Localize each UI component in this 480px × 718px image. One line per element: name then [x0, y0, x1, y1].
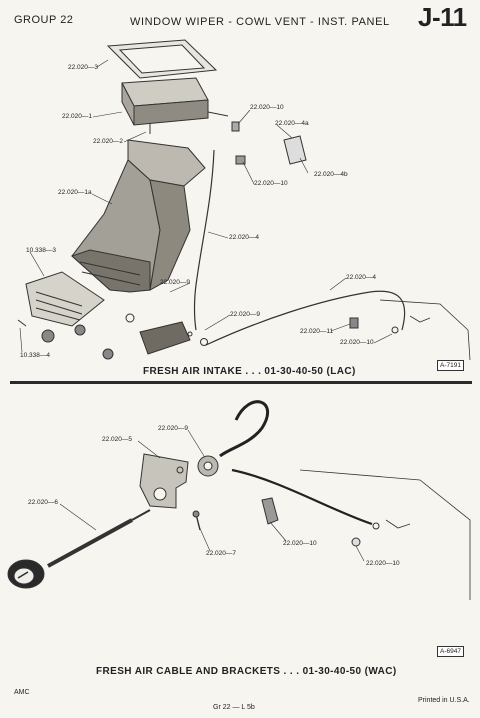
page-code: J-11 [418, 2, 467, 32]
figure1-caption: FRESH AIR INTAKE . . . 01-30-40-50 (LAC) [143, 366, 356, 377]
callout-22020-9-b: 22.020—9 [230, 311, 260, 318]
footer-page-ref: Gr 22 — L 5b [213, 704, 255, 711]
section-divider [10, 381, 472, 384]
figure1-ref: A-7191 [437, 360, 464, 371]
callout-22020-3: 22.020—3 [68, 64, 98, 71]
vent-grille-drawing [17, 271, 114, 360]
callout-22020-4-b: 22.020—4 [346, 274, 376, 281]
callout-22020-4a: 22.020—4a [275, 120, 309, 127]
housing-drawing [121, 77, 229, 134]
page-title: WINDOW WIPER - COWL VENT - INST. PANEL [130, 16, 390, 28]
callout-22020-11: 22.020—11 [300, 328, 334, 335]
bracket-drawing [125, 313, 208, 355]
callout-22020-7: 22.020—7 [206, 550, 236, 557]
footer-publisher: AMC [14, 689, 30, 696]
callout-22020-10-e: 22.020—10 [366, 560, 400, 567]
callout-22020-1a: 22.020—1a [58, 189, 92, 196]
group-label: GROUP 22 [14, 14, 74, 26]
callout-22020-1: 22.020—1 [62, 113, 92, 120]
bracket2-drawing [139, 453, 189, 509]
callout-22020-9-c: 22.020—9 [158, 425, 188, 432]
callout-22020-4-a: 22.020—4 [229, 234, 259, 241]
callout-10338-4: 10.338—4 [20, 352, 50, 359]
callout-22020-9-a: 22.020—9 [160, 279, 190, 286]
callout-22020-10-a: 22.020—10 [250, 104, 284, 111]
callout-22020-2: 22.020—2 [93, 138, 123, 145]
callout-22020-5: 22.020—5 [102, 436, 132, 443]
nut-drawing [197, 455, 219, 477]
knob-drawing [7, 559, 45, 589]
figure2-ref: A-6947 [437, 646, 464, 657]
clip-drawing [231, 121, 399, 334]
callout-22020-10-c: 22.020—10 [340, 339, 374, 346]
figure2-caption: FRESH AIR CABLE AND BRACKETS . . . 01-30… [96, 666, 397, 677]
callout-10338-3: 10.338—3 [26, 247, 56, 254]
footer-printed: Printed in U.S.A. [418, 697, 470, 704]
callout-22020-10-d: 22.020—10 [283, 540, 317, 547]
duct-drawing [71, 139, 206, 293]
callout-22020-4b: 22.020—4b [314, 171, 348, 178]
callout-22020-6: 22.020—6 [28, 499, 58, 506]
gasket-drawing [106, 39, 218, 79]
callout-22020-10-b: 22.020—10 [254, 180, 288, 187]
